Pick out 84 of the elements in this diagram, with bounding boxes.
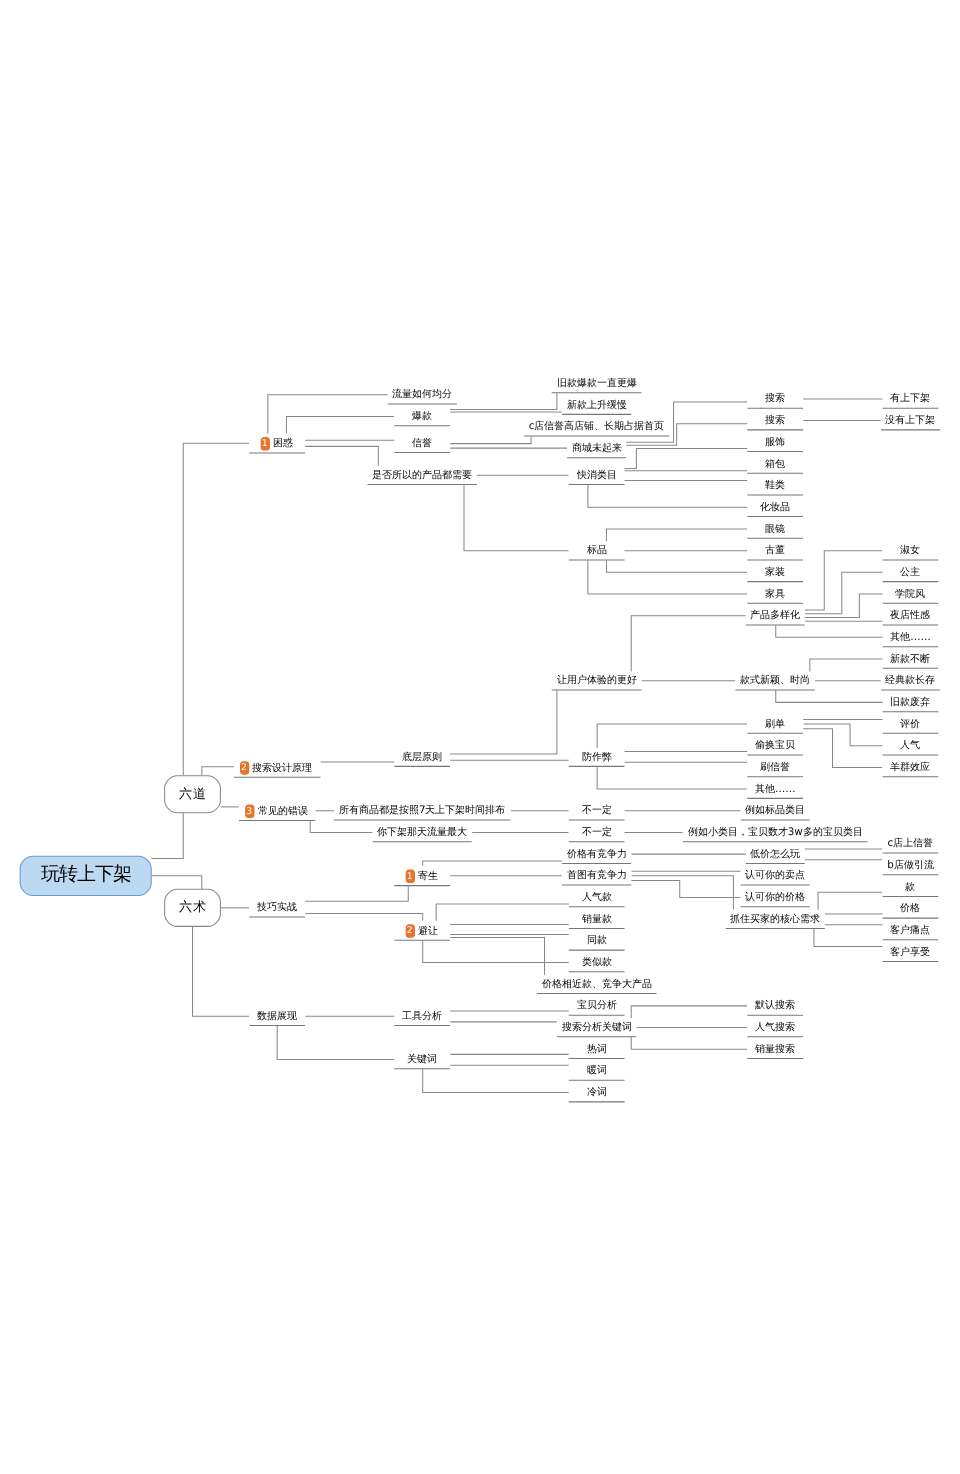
connector xyxy=(449,391,558,410)
connector xyxy=(449,758,570,760)
connector xyxy=(624,760,748,762)
connector xyxy=(809,657,883,671)
connector xyxy=(192,925,250,1016)
connector xyxy=(630,878,741,897)
connector xyxy=(596,765,748,789)
connector xyxy=(151,874,203,889)
connector xyxy=(630,614,747,671)
connector xyxy=(804,592,884,618)
connector xyxy=(449,923,570,925)
connector xyxy=(449,434,532,444)
connector xyxy=(624,549,748,551)
connector xyxy=(476,473,569,475)
connector xyxy=(624,446,748,468)
connector xyxy=(624,478,748,480)
connector xyxy=(631,874,734,910)
connector xyxy=(449,1009,570,1011)
connector xyxy=(804,847,883,849)
connector xyxy=(804,619,883,621)
connector xyxy=(624,469,748,471)
connector xyxy=(625,422,748,445)
connector xyxy=(276,1024,395,1060)
connector xyxy=(587,483,748,507)
connector xyxy=(471,830,569,832)
connector xyxy=(596,722,748,748)
connector xyxy=(802,727,883,767)
connector xyxy=(220,906,250,908)
connector xyxy=(804,570,884,614)
connector xyxy=(802,419,882,421)
connector xyxy=(775,688,884,702)
connector xyxy=(630,1004,748,1018)
connector xyxy=(449,1052,570,1054)
connector xyxy=(320,760,395,762)
connector xyxy=(802,397,883,399)
connector xyxy=(630,1035,748,1049)
connector xyxy=(309,819,373,832)
connector xyxy=(449,446,568,448)
connector xyxy=(220,805,240,807)
connector xyxy=(201,765,235,775)
connector xyxy=(435,902,570,921)
connector xyxy=(449,688,558,754)
connector xyxy=(315,809,335,811)
connector xyxy=(775,623,884,637)
connector xyxy=(824,923,883,925)
connector xyxy=(624,809,741,811)
connector xyxy=(803,722,883,746)
connector xyxy=(285,414,395,433)
connector xyxy=(631,852,747,854)
connector xyxy=(510,809,569,811)
connector xyxy=(449,1063,570,1065)
connector xyxy=(624,830,684,832)
connector xyxy=(636,1026,748,1028)
connector xyxy=(422,859,563,866)
connector xyxy=(625,400,748,442)
connector xyxy=(304,438,395,440)
connector xyxy=(641,679,736,681)
connector xyxy=(449,874,563,876)
connector xyxy=(267,393,389,433)
connector xyxy=(422,939,570,963)
connector xyxy=(304,884,409,901)
connector xyxy=(304,444,379,466)
connector xyxy=(814,679,882,681)
connector xyxy=(422,1067,570,1093)
connector xyxy=(605,558,748,572)
connector xyxy=(449,1020,558,1022)
connector xyxy=(624,749,748,751)
connector xyxy=(605,527,748,541)
connector xyxy=(824,912,883,914)
connector xyxy=(463,483,570,551)
connector xyxy=(804,549,883,610)
connector xyxy=(304,1014,395,1016)
connector xyxy=(813,927,884,947)
connector xyxy=(449,410,563,412)
connector xyxy=(804,858,883,860)
connector xyxy=(587,558,748,594)
connector xyxy=(304,911,424,920)
connector xyxy=(802,717,883,719)
connector xyxy=(449,932,570,934)
node-box: 玩转上下架 xyxy=(19,854,152,895)
connector xyxy=(817,890,883,910)
connector xyxy=(449,935,546,975)
connector xyxy=(150,811,184,859)
connector xyxy=(631,869,741,871)
